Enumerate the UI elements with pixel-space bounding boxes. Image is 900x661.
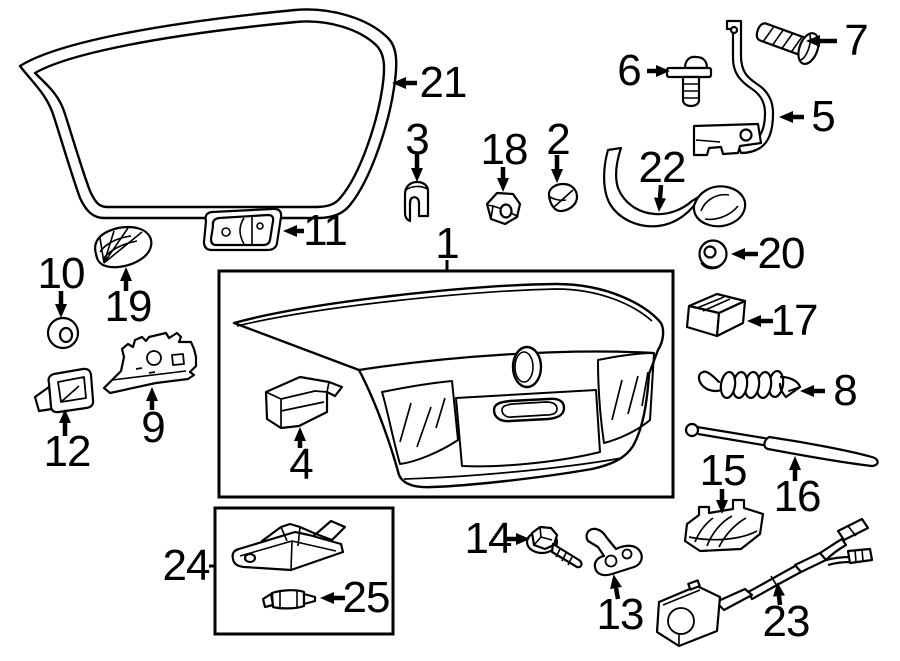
callout-5-label: 5 bbox=[811, 92, 836, 141]
callout-3-label: 3 bbox=[405, 115, 430, 164]
callout-17-label: 17 bbox=[770, 296, 819, 345]
callout-22-label: 22 bbox=[638, 143, 687, 192]
part-7-bolt bbox=[755, 22, 820, 65]
callout-10-label: 10 bbox=[37, 249, 86, 298]
part-20-grommet bbox=[698, 239, 728, 270]
trunk-lid-drawing bbox=[232, 282, 665, 489]
callout-9-label: 9 bbox=[141, 403, 166, 452]
part-18-nut bbox=[485, 191, 522, 226]
callout-21-label: 21 bbox=[419, 58, 468, 107]
callout-20-label: 20 bbox=[757, 229, 806, 278]
part-5-hinge-arm bbox=[692, 19, 775, 157]
part-22-hinge-cover bbox=[603, 146, 747, 228]
callout-16-label: 16 bbox=[773, 472, 822, 521]
callout-19-label: 19 bbox=[104, 282, 153, 331]
callout-14-label: 14 bbox=[464, 514, 513, 563]
part-23-camera-harness bbox=[655, 517, 874, 648]
part-10-grommet bbox=[46, 316, 80, 350]
part-24-license-lamp-box bbox=[213, 506, 395, 636]
callout-7-label: 7 bbox=[844, 16, 869, 65]
callout-13-label: 13 bbox=[596, 590, 645, 639]
callout-13-arrow bbox=[610, 574, 622, 600]
callout-25-label: 25 bbox=[342, 573, 391, 622]
part-21-weatherstrip bbox=[18, 8, 398, 220]
callout-15-label: 15 bbox=[699, 446, 748, 495]
part-2-clip bbox=[547, 182, 579, 213]
part-6-push-pin bbox=[665, 55, 713, 108]
callout-2-label: 2 bbox=[546, 115, 571, 164]
part-13-wing-bracket bbox=[585, 527, 643, 577]
part-17-bumper bbox=[685, 292, 747, 338]
callout-6-label: 6 bbox=[617, 46, 642, 95]
part-1-trunk-lid-box bbox=[217, 269, 675, 499]
part-14-bolt bbox=[525, 525, 583, 569]
callout-22-arrow bbox=[654, 184, 666, 212]
callout-18-label: 18 bbox=[480, 125, 529, 174]
callout-23-arrow bbox=[773, 582, 785, 606]
part-25-bulb bbox=[261, 589, 317, 610]
callout-4-label: 4 bbox=[289, 440, 314, 489]
part-8-spring bbox=[697, 369, 802, 400]
part-19-hinge-cover-cap bbox=[94, 225, 153, 269]
part-15-lamp-housing bbox=[683, 498, 765, 553]
callout-23-label: 23 bbox=[762, 597, 811, 646]
callout-11-label: 11 bbox=[303, 206, 348, 255]
callout-1-label: 1 bbox=[435, 219, 460, 268]
license-lamp-drawing bbox=[231, 519, 347, 572]
part-9-latch bbox=[102, 331, 198, 395]
part-4-bracket bbox=[264, 375, 344, 430]
part-12-wedge-clip bbox=[33, 367, 95, 414]
part-11-trunk-lamp bbox=[202, 207, 283, 252]
callout-arrows bbox=[55, 35, 837, 606]
part-3-clip bbox=[403, 180, 430, 223]
callout-8-label: 8 bbox=[833, 366, 858, 415]
callout-24-label: 24 bbox=[162, 541, 211, 590]
callout-12-label: 12 bbox=[43, 427, 92, 476]
part-16-torsion-bar bbox=[684, 422, 879, 468]
